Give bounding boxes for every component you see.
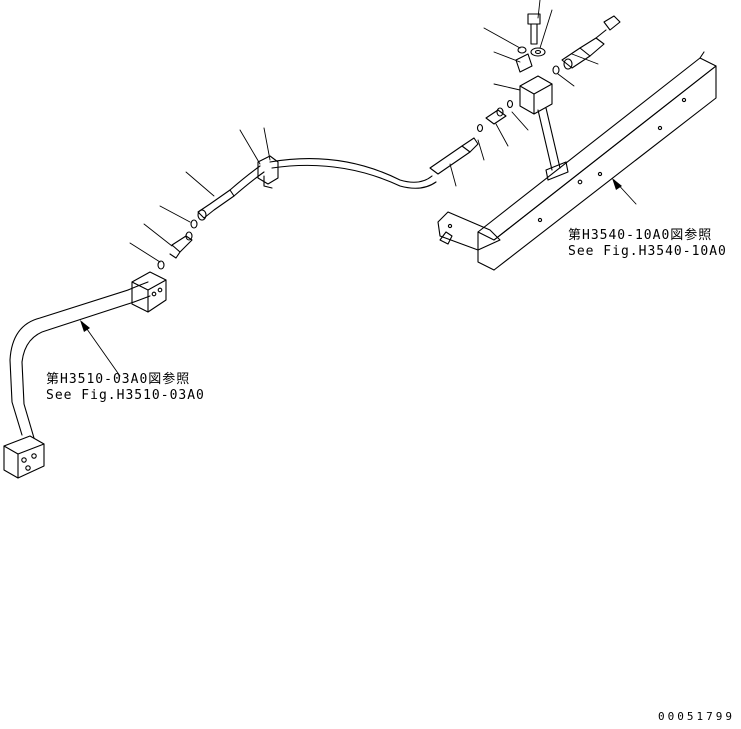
- hose-end-fitting: [429, 137, 479, 175]
- frame-member: [477, 51, 717, 271]
- tube-end-fitting-lower: [3, 435, 45, 479]
- mounting-block: [519, 75, 553, 115]
- o-ring-3: [476, 123, 484, 133]
- reference-jp-label: 第H3540-10A0図参照: [568, 228, 713, 243]
- o-ring-2: [190, 219, 198, 229]
- tube-end-flange-upper: [131, 271, 167, 313]
- adapter-fitting: [485, 107, 507, 125]
- mounting-strap: [537, 107, 569, 181]
- elbow-fitting: [169, 231, 193, 259]
- frame-end-plate: [437, 211, 501, 251]
- leader-lines: [81, 0, 637, 377]
- reference-en-label: See Fig.H3540-10A0: [568, 244, 727, 259]
- o-ring-5: [552, 65, 560, 75]
- bolt: [527, 13, 541, 45]
- reference-jp-label: 第H3510-03A0図参照: [46, 372, 191, 387]
- o-ring-1: [157, 260, 165, 270]
- reference-en-label: See Fig.H3510-03A0: [46, 388, 205, 403]
- reference-callout-tube: 第H3510-03A0図参照 See Fig.H3510-03A0: [46, 372, 205, 404]
- o-ring-4: [506, 99, 514, 109]
- hose-fitting: [197, 189, 235, 221]
- hydraulic-tube: [9, 281, 151, 439]
- reference-callout-frame: 第H3540-10A0図参照 See Fig.H3540-10A0: [568, 228, 727, 260]
- flexible-hose: [229, 158, 437, 197]
- connector-elbow: [515, 46, 533, 73]
- pressure-sensor: [561, 15, 621, 70]
- washer: [530, 47, 546, 57]
- drawing-number: 00051799: [658, 710, 735, 723]
- hose-clamp: [257, 155, 279, 189]
- leader-arrowheads: [80, 178, 622, 332]
